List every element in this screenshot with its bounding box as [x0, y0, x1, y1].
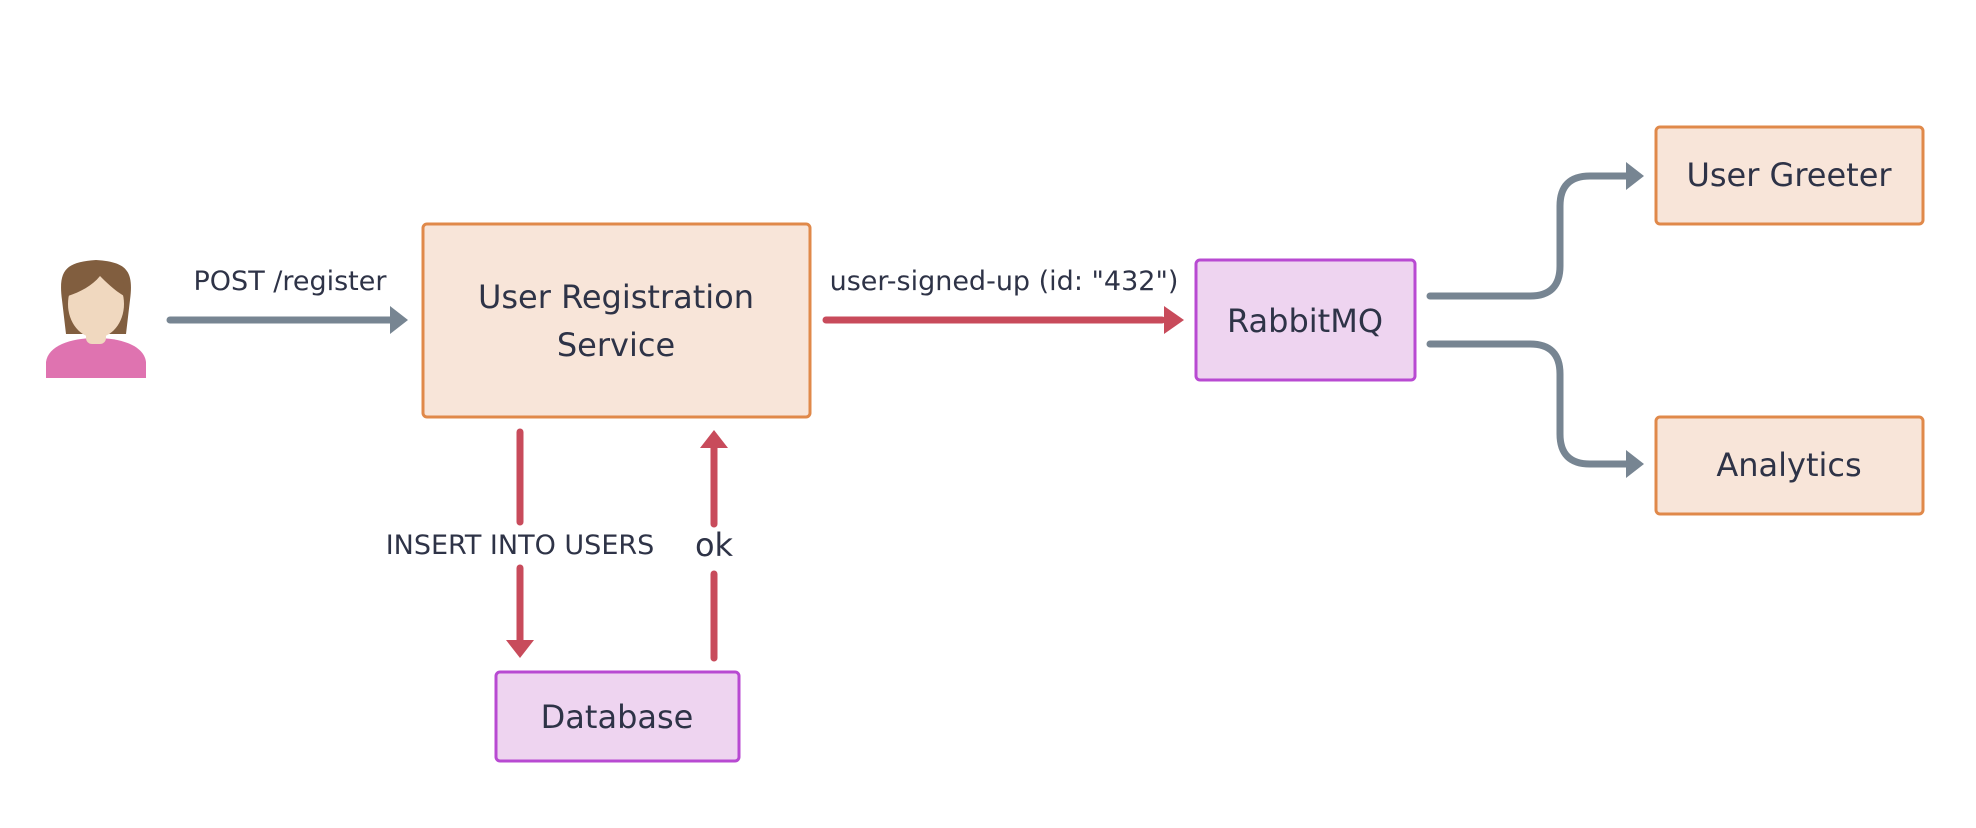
user-greeter-box [1654, 125, 1925, 226]
insert-label: INSERT INTO USERS [386, 530, 655, 561]
rabbitmq-box [1194, 258, 1417, 382]
analytics-node: Analytics [1654, 415, 1925, 516]
user-greeter-label: User Greeter [1686, 156, 1892, 194]
insert-arrowhead [506, 640, 534, 658]
user-registration-service-node: User Registration Service [421, 222, 812, 419]
to-user-greeter-arrowhead [1626, 162, 1644, 190]
analytics-label: Analytics [1716, 446, 1861, 484]
rabbitmq-node: RabbitMQ [1194, 258, 1417, 382]
analytics-box [1654, 415, 1925, 516]
user-registration-service-label: User Registration [478, 278, 754, 316]
edge-to-analytics [1426, 340, 1644, 478]
user-greeter-node: User Greeter [1654, 125, 1925, 226]
to-user-greeter-line [1426, 172, 1630, 300]
to-analytics-line [1426, 340, 1630, 468]
database-label: Database [541, 698, 694, 736]
ok-arrowhead [700, 430, 728, 448]
post-register-label: POST /register [194, 266, 388, 297]
edge-user-signed-up: user-signed-up (id: "432") [822, 266, 1184, 334]
user-registration-service-label-line2: Service [557, 326, 675, 364]
user-signed-up-arrowhead [1164, 306, 1184, 334]
rabbitmq-label: RabbitMQ [1227, 302, 1383, 340]
ok-label: ok [695, 526, 734, 564]
post-register-arrowhead [390, 306, 408, 334]
user-registration-service-box [421, 222, 812, 419]
person-hair-fringe [68, 262, 125, 296]
edge-post-register: POST /register [166, 266, 408, 334]
edge-insert-into-users: INSERT INTO USERS [386, 428, 655, 658]
database-box [494, 670, 741, 763]
database-node: Database [494, 670, 741, 763]
edge-ok: ok [695, 430, 734, 662]
edge-to-user-greeter [1426, 162, 1644, 300]
person-shirt [46, 338, 146, 378]
person-icon [46, 260, 146, 378]
to-analytics-arrowhead [1626, 450, 1644, 478]
user-signed-up-label: user-signed-up (id: "432") [830, 266, 1179, 297]
